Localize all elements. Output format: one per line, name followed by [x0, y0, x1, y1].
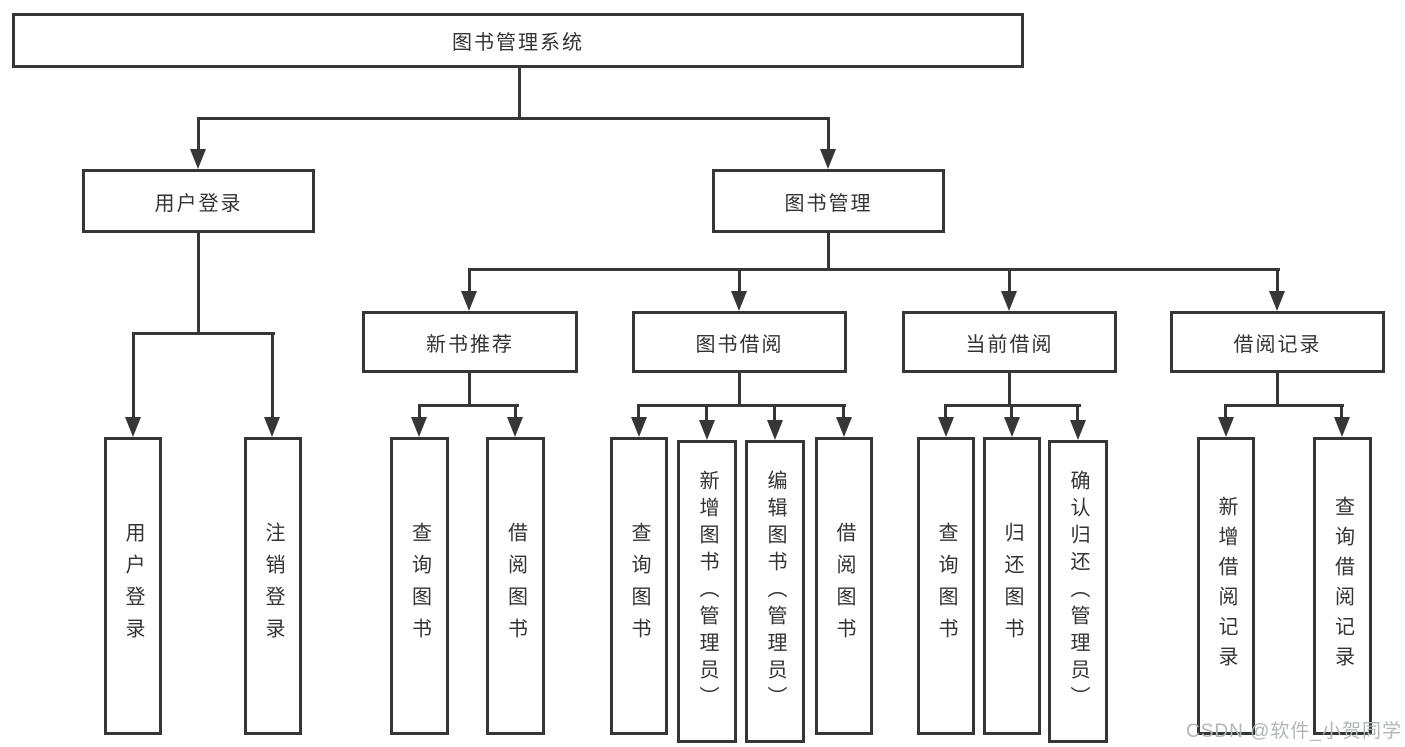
- connector-leaf-stem: [944, 404, 947, 420]
- arrow-down-icon: [125, 417, 141, 437]
- node-book-borrowing-label: 图书借阅: [695, 333, 784, 356]
- leaf-edit-book-admin: 编辑图书（管理员）: [745, 440, 805, 743]
- node-user-login: 用户登录: [82, 169, 315, 233]
- leaf-query-books-borrow-label: 查询图书: [628, 522, 650, 650]
- leaf-user-login: 用户登录: [104, 437, 162, 735]
- arrow-down-icon: [507, 417, 523, 437]
- connector-bookmgmt-stem: [827, 233, 830, 270]
- connector-group-stem: [1276, 373, 1279, 406]
- arrow-down-icon: [631, 417, 647, 437]
- leaf-query-borrow-record: 查询借阅记录: [1313, 437, 1372, 735]
- connector-l2-stem-right: [827, 117, 830, 151]
- node-root-label: 图书管理系统: [452, 32, 584, 54]
- connector-l2-stem-left: [197, 117, 200, 151]
- leaf-user-login-label: 用户登录: [122, 522, 144, 650]
- leaf-borrow-books-recommend-label: 借阅图书: [504, 522, 527, 650]
- arrow-down-icon: [1334, 417, 1350, 437]
- connector-leaf-stem: [1224, 404, 1227, 420]
- node-book-management-label: 图书管理: [784, 192, 873, 215]
- connector-leaf-stem: [637, 404, 640, 420]
- node-borrowing-records: 借阅记录: [1170, 311, 1385, 373]
- connector-group-stem: [738, 373, 741, 406]
- leaf-add-book-admin: 新增图书（管理员）: [677, 440, 737, 743]
- connector-leaf-stem: [773, 404, 776, 423]
- arrow-down-icon: [836, 417, 852, 437]
- connector-leaf-stem: [1076, 404, 1079, 423]
- arrow-down-icon: [1004, 417, 1020, 437]
- node-book-borrowing: 图书借阅: [632, 311, 847, 373]
- leaf-confirm-return-admin-label: 确认归还（管理员）: [1067, 470, 1089, 713]
- arrow-down-icon: [190, 149, 206, 169]
- watermark: CSDN @软件_小贺同学: [1186, 721, 1402, 742]
- node-current-borrowing: 当前借阅: [902, 311, 1117, 373]
- leaf-return-books-label: 归还图书: [1001, 522, 1023, 650]
- connector-l3-bar: [468, 268, 1280, 271]
- connector-leaf-stem: [418, 404, 421, 420]
- leaf-add-book-admin-label: 新增图书（管理员）: [696, 470, 718, 713]
- leaf-return-books: 归还图书: [983, 437, 1041, 735]
- connector-leaf-stem: [1340, 404, 1343, 420]
- connector-l3-stem: [1008, 268, 1011, 293]
- arrow-down-icon: [264, 417, 280, 437]
- connector-userlogin-stem-left: [132, 332, 135, 418]
- connector-group-bar: [1224, 404, 1344, 407]
- arrow-down-icon: [1269, 291, 1285, 311]
- leaf-borrow-books-label: 借阅图书: [833, 522, 855, 650]
- arrow-down-icon: [731, 291, 747, 311]
- connector-group-stem: [1008, 373, 1011, 406]
- connector-group-stem: [468, 373, 471, 406]
- node-root: 图书管理系统: [12, 13, 1024, 68]
- node-current-borrowing-label: 当前借阅: [965, 333, 1054, 356]
- connector-userlogin-stem: [197, 233, 200, 334]
- leaf-query-books-recommend: 查询图书: [390, 437, 449, 735]
- leaf-add-borrow-record-label: 新增借阅记录: [1215, 496, 1237, 676]
- connector-userlogin-bar: [132, 332, 275, 335]
- leaf-add-borrow-record: 新增借阅记录: [1197, 437, 1255, 735]
- connector-group-bar: [418, 404, 519, 407]
- leaf-query-books-current: 查询图书: [917, 437, 975, 735]
- connector-leaf-stem: [705, 404, 708, 423]
- connector-leaf-stem: [1010, 404, 1013, 420]
- arrow-down-icon: [1218, 417, 1234, 437]
- node-user-login-label: 用户登录: [154, 192, 243, 215]
- connector-leaf-stem: [842, 404, 845, 420]
- leaf-edit-book-admin-label: 编辑图书（管理员）: [764, 470, 786, 713]
- connector-leaf-stem: [514, 404, 517, 420]
- node-new-book-recommend: 新书推荐: [362, 311, 578, 373]
- arrow-down-icon: [699, 420, 715, 440]
- arrow-down-icon: [938, 417, 954, 437]
- connector-userlogin-stem-right: [271, 332, 274, 418]
- leaf-query-borrow-record-label: 查询借阅记录: [1331, 496, 1354, 676]
- leaf-query-books-current-label: 查询图书: [935, 522, 957, 650]
- arrow-down-icon: [461, 291, 477, 311]
- arrow-down-icon: [767, 420, 783, 440]
- connector-group-bar: [637, 404, 846, 407]
- arrow-down-icon: [1001, 291, 1017, 311]
- arrow-down-icon: [1070, 420, 1086, 440]
- leaf-borrow-books-recommend: 借阅图书: [486, 437, 545, 735]
- node-borrowing-records-label: 借阅记录: [1233, 333, 1322, 356]
- connector-l3-stem: [738, 268, 741, 293]
- node-book-management: 图书管理: [712, 169, 945, 233]
- connector-l2-bar: [197, 117, 830, 120]
- leaf-logout: 注销登录: [244, 437, 302, 735]
- leaf-query-books-borrow: 查询图书: [610, 437, 668, 735]
- leaf-confirm-return-admin: 确认归还（管理员）: [1048, 440, 1108, 743]
- leaf-borrow-books: 借阅图书: [815, 437, 873, 735]
- node-new-book-recommend-label: 新书推荐: [426, 333, 514, 356]
- arrow-down-icon: [411, 417, 427, 437]
- leaf-query-books-recommend-label: 查询图书: [408, 522, 431, 650]
- connector-root-stem: [518, 68, 521, 119]
- connector-l3-stem: [1276, 268, 1279, 293]
- arrow-down-icon: [820, 149, 836, 169]
- connector-l3-stem: [468, 268, 471, 293]
- leaf-logout-label: 注销登录: [262, 522, 284, 650]
